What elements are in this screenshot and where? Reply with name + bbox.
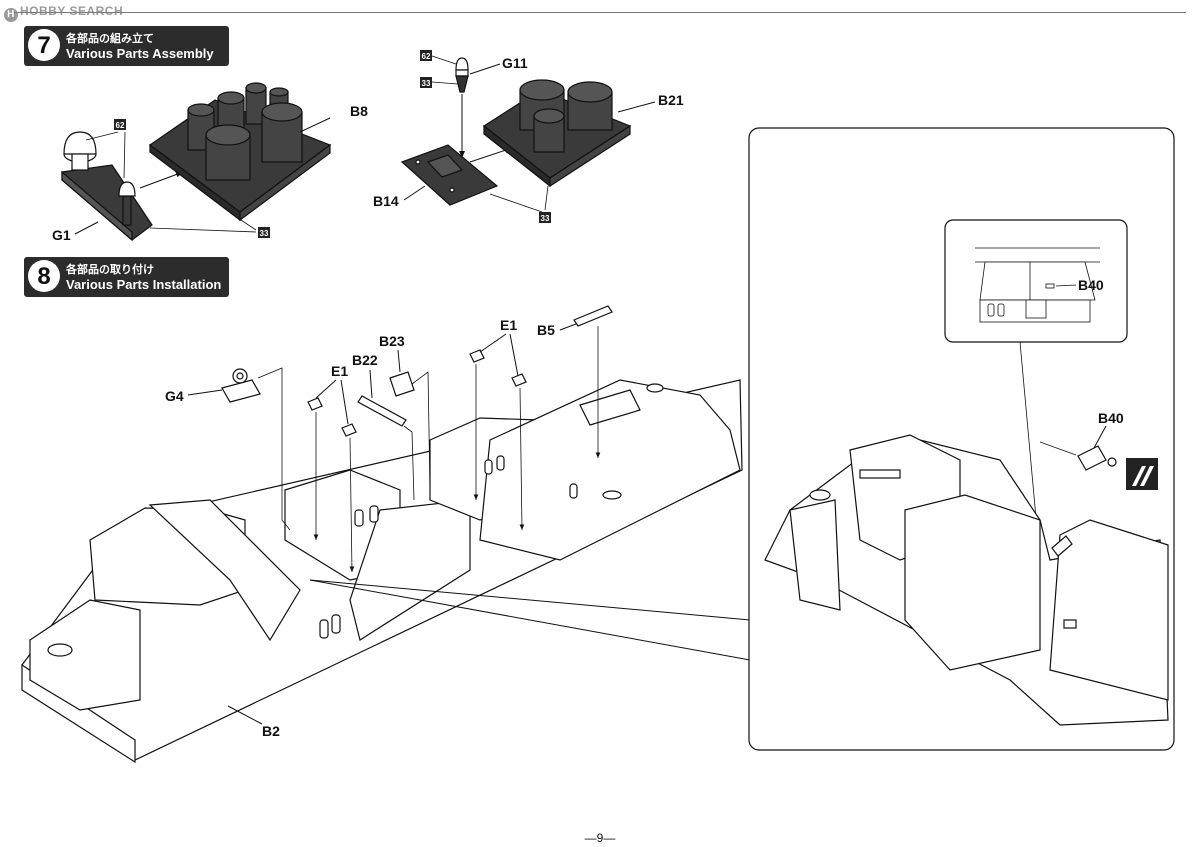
guide-b22 [403,425,415,501]
paint-code-62a: 62 [114,119,126,130]
label-b14: B14 [373,193,399,209]
paint-code-33a: 33 [258,227,270,238]
label-g1: G1 [52,227,71,243]
step-8-title-en: Various Parts Installation [66,277,222,292]
part-b40 [1077,445,1117,471]
leader-g4 [187,389,223,396]
step-8-header: 8 各部品の取り付け Various Parts Installation [24,257,229,297]
guide-b23 [411,371,431,491]
leader-62b [431,55,457,65]
glue-icon [1126,458,1158,490]
svg-text:33: 33 [541,214,550,223]
part-g11 [455,57,469,93]
part-b21 [482,79,632,188]
label-b2: B2 [262,723,280,739]
part-g1 [61,131,153,242]
leader-62a-a [85,131,119,141]
watermark-text: HOBBY SEARCH [20,4,124,18]
leader-33a-2 [237,217,257,231]
part-e1-left [307,397,357,437]
leader-b21 [617,101,656,113]
part-b14 [400,144,499,206]
leader-33b [431,81,459,85]
step-8-number: 8 [28,260,60,292]
leader-e1-left-a [315,379,337,399]
part-b2-hull [21,379,743,764]
label-b8: B8 [350,103,368,119]
step-7-title-en: Various Parts Assembly [66,46,214,61]
svg-text:33: 33 [260,229,269,238]
part-e1-right [469,349,527,387]
label-e1-right: E1 [500,317,517,333]
label-b40: B40 [1098,410,1124,426]
step-7-title-jp: 各部品の組み立て [66,33,154,45]
leader-33c-2 [544,185,549,211]
leader-b40 [1093,425,1107,449]
page-number: —9— [584,831,616,845]
arrow-g1-to-b8 [139,171,184,189]
arrow-e1-right-b [519,387,525,531]
leader-e1-right-a [479,333,507,353]
label-g4: G4 [165,388,184,404]
leader-b8 [299,117,331,133]
detail-guide [1039,441,1077,456]
leader-e1-right-b [509,333,519,377]
leader-g11 [469,63,501,75]
inset-pointer [985,341,1039,541]
svg-text:33: 33 [422,79,431,88]
paint-code-33c: 33 [539,212,551,223]
leader-33a-1 [149,227,257,233]
paint-code-62b: 62 [420,50,432,61]
part-b5 [573,305,613,327]
leader-b22 [369,369,373,399]
detail-hull [764,434,1169,726]
part-g4 [221,368,261,403]
svg-text:62: 62 [422,52,431,61]
label-b22: B22 [352,352,378,368]
guide-g4 [257,367,291,531]
leader-b2 [227,705,263,725]
arrow-e1-left-b [349,437,355,573]
label-b5: B5 [537,322,555,338]
zoom-line-top [309,579,751,621]
label-b23: B23 [379,333,405,349]
step-7-header: 7 各部品の組み立て Various Parts Assembly [24,26,229,66]
paint-code-33b: 33 [420,77,432,88]
part-b8 [148,82,332,222]
part-b22 [357,395,407,427]
zoom-line-bottom [309,579,751,661]
label-b40-inset: B40 [1078,277,1104,293]
leader-62a-b [123,131,126,179]
step-8-title-jp: 各部品の取り付け [66,264,154,276]
label-g11: G11 [502,55,528,71]
detail-panel: B40 B40 [748,127,1175,751]
leader-g1 [74,221,99,235]
step-7-number: 7 [28,29,60,61]
svg-text:62: 62 [116,121,125,130]
leader-b14 [403,185,426,201]
hobbysearch-logo-icon: H [4,8,18,22]
leader-b5 [559,323,577,331]
leader-33c-1 [489,193,543,213]
inset-drawing [975,247,1100,323]
label-b21: B21 [658,92,684,108]
header-rule [14,12,1186,13]
leader-b23 [397,349,401,373]
label-e1-left: E1 [331,363,348,379]
part-b23 [389,371,415,397]
leader-e1-left-b [340,379,349,425]
leader-b40-inset [1055,284,1077,287]
